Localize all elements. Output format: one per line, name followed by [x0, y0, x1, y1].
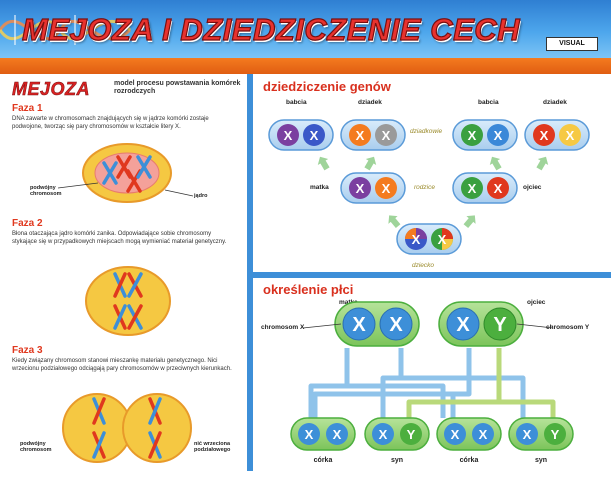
grandmother-2-pill	[452, 119, 518, 151]
child-1-chrom-2: X	[333, 427, 342, 442]
label-double-chromosome-3: podwójny chromosom	[20, 441, 52, 453]
sex-father-label: ojciec	[527, 299, 546, 306]
father-label: ojciec	[523, 184, 542, 191]
phase-1-title: Faza 1	[12, 103, 43, 114]
phase-3-title: Faza 3	[12, 345, 43, 356]
vertical-divider	[247, 74, 253, 471]
svg-text:X: X	[438, 232, 447, 247]
pointer-line	[164, 189, 194, 197]
child-4-chrom-1: X	[523, 427, 532, 442]
mother-chrom-2: X	[389, 314, 403, 336]
pointer-line	[57, 182, 99, 189]
child-pill	[396, 223, 462, 255]
svg-text:X: X	[468, 181, 477, 196]
svg-text:X: X	[412, 232, 421, 247]
grandfather-2-label: dziadek	[543, 99, 567, 106]
grandmother-2-label: babcia	[478, 99, 499, 106]
svg-text:X: X	[494, 181, 503, 196]
father-chrom-2: Y	[493, 314, 507, 336]
phase-2-cell	[85, 266, 171, 336]
label-nucleus: jądro	[194, 193, 208, 199]
child-1-label: córka	[314, 457, 333, 464]
child-2-pill	[364, 417, 430, 451]
publisher-logo: VISUAL	[546, 37, 598, 51]
parents-label: rodzice	[414, 184, 435, 191]
phase-2-title: Faza 2	[12, 218, 43, 229]
father-chrom-1: X	[456, 314, 470, 336]
page-title: MEJOZA I DZIEDZICZENIE CECH	[21, 11, 521, 47]
phase-1-cell	[82, 143, 172, 203]
mother-chrom-1: X	[352, 314, 366, 336]
child-4-pill	[508, 417, 574, 451]
chromosome-y-label: chromosom Y	[546, 324, 590, 331]
mother-label: matka	[310, 184, 329, 191]
child-2-chrom-2: Y	[407, 427, 416, 442]
child-4-label: syn	[535, 457, 547, 464]
sex-mother-label: matka	[339, 299, 358, 306]
child-3-label: córka	[460, 457, 479, 464]
phase-3-cell	[62, 393, 192, 463]
child-1-pill	[290, 417, 356, 451]
grandfather-1-label: dziadek	[358, 99, 382, 106]
horizontal-divider	[253, 272, 611, 278]
svg-text:X: X	[310, 128, 319, 143]
phase-2-text: Błona otaczająca jądro komórki zanika. O…	[12, 231, 227, 245]
inheritance-title: dziedziczenie genów	[263, 79, 391, 94]
dna-helix-icon	[0, 15, 132, 45]
svg-text:X: X	[356, 128, 365, 143]
mother-pill	[340, 172, 406, 204]
child-3-chrom-2: X	[479, 427, 488, 442]
child-1-chrom-1: X	[305, 427, 314, 442]
child-3-chrom-1: X	[451, 427, 460, 442]
father-pill	[452, 172, 518, 204]
grandfather-2-pill	[524, 119, 590, 151]
grandmother-1-label: babcia	[286, 99, 307, 106]
sex-mother-pill	[334, 301, 420, 347]
meiosis-subtitle: model procesu powstawania komórek rozrod…	[114, 80, 241, 95]
sex-title: określenie płci	[263, 282, 354, 297]
label-double-chromosome-1: podwójny chromosom	[30, 185, 62, 197]
sex-determination-diagram: X X X Y X X X Y X X X Y córka syn córka …	[290, 301, 574, 464]
meiosis-title: MEJOZA	[12, 79, 91, 100]
sex-father-pill	[438, 301, 524, 347]
svg-text:X: X	[566, 128, 575, 143]
orange-stripe	[0, 58, 611, 74]
child-4-chrom-2: Y	[551, 427, 560, 442]
child-2-label: syn	[391, 457, 403, 464]
svg-text:X: X	[284, 128, 293, 143]
svg-text:X: X	[494, 128, 503, 143]
child-3-pill	[436, 417, 502, 451]
label-spindle: nić wrzeciona podziałowego	[194, 441, 231, 453]
grandparents-label: dziadkowie	[410, 128, 443, 135]
svg-text:X: X	[468, 128, 477, 143]
svg-text:X: X	[540, 128, 549, 143]
inheritance-diagram: X X X X X X X X X X X X X X	[268, 119, 590, 255]
svg-text:X: X	[382, 128, 391, 143]
chromosome-x-label: chromosom X	[261, 324, 305, 331]
grandfather-1-pill	[340, 119, 406, 151]
grandmother-1-pill	[268, 119, 334, 151]
child-label: dziecko	[412, 262, 435, 269]
phase-1-text: DNA zawarte w chromosomach znajdujących …	[12, 116, 209, 130]
child-2-chrom-1: X	[379, 427, 388, 442]
svg-text:X: X	[382, 181, 391, 196]
phase-3-text: Kiedy związany chromosom stanowi mieszan…	[12, 358, 232, 372]
svg-text:X: X	[356, 181, 365, 196]
header: MEJOZA I DZIEDZICZENIE CECH VISUAL	[0, 0, 611, 58]
